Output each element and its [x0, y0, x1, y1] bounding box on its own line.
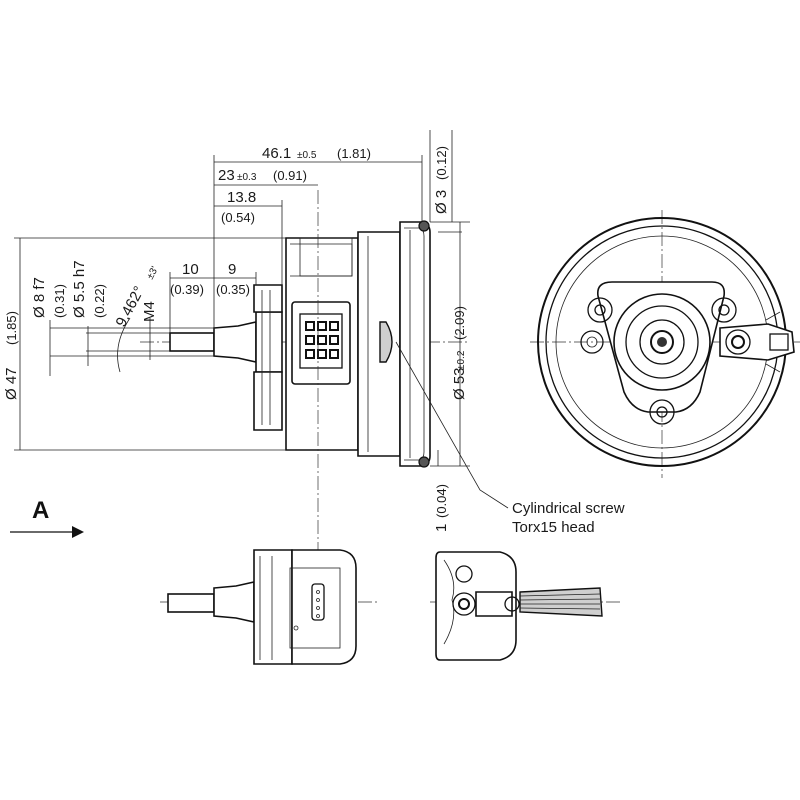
- cable: [519, 587, 603, 617]
- bottom-view-a: [160, 549, 380, 665]
- dim-9-value: 9: [228, 261, 236, 278]
- dim-46-1-inch: (1.81): [337, 146, 371, 161]
- dim-8-inch: (0.31): [52, 284, 67, 318]
- dimensions: 46.1 ±0.5 (1.81) 23 ±0.3 (0.91) 13.8 (0.…: [3, 130, 470, 532]
- dim-23-inch: (0.91): [273, 168, 307, 183]
- bottom-shaft: [167, 593, 215, 613]
- right-clamp: [719, 323, 795, 361]
- shaft-cone: [213, 321, 257, 363]
- cover-flange: [399, 221, 431, 467]
- dim-3-value: Ø 3: [433, 190, 450, 214]
- back-housing: [357, 231, 401, 457]
- shaft: [169, 332, 215, 352]
- dim-47-value: Ø 47: [3, 367, 20, 400]
- side-view: [140, 190, 470, 650]
- dim-53-tol: ±0.2: [456, 350, 467, 370]
- bottom-side-view: [430, 551, 620, 661]
- stator-lower: [253, 371, 283, 431]
- front-view: [530, 210, 800, 478]
- bottom-connector: [311, 583, 325, 621]
- dim-1-inch: (0.04): [434, 484, 449, 518]
- dim-13-8-value: 13.8: [227, 189, 256, 206]
- dim-10-inch: (0.39): [170, 282, 204, 297]
- dim-10-value: 10: [182, 261, 199, 278]
- dim-13-8-inch: (0.54): [221, 210, 255, 225]
- dim-5-5-inch: (0.22): [92, 284, 107, 318]
- dim-53-inch: (2.09): [452, 306, 467, 340]
- dim-53-value: Ø 53: [451, 367, 468, 400]
- dim-23-tol: ±0.3: [237, 172, 257, 183]
- dim-5-5-value: Ø 5.5 h7: [71, 260, 88, 318]
- connector-socket: [299, 313, 343, 369]
- left-screw: [580, 330, 604, 354]
- dim-angle-tol: ±3': [145, 265, 161, 282]
- view-a-label: A: [32, 497, 49, 524]
- dim-46-1-tol: ±0.5: [297, 150, 317, 161]
- seal-bottom: [418, 456, 430, 468]
- dim-47-inch: (1.85): [4, 311, 19, 345]
- callout-line1: Cylindrical screw: [512, 500, 625, 517]
- dim-3-inch: (0.12): [434, 146, 449, 180]
- dim-9-inch: (0.35): [216, 282, 250, 297]
- screw-head: [379, 321, 393, 363]
- dim-1-value: 1: [433, 524, 450, 532]
- dim-8-value: Ø 8 f7: [31, 277, 48, 318]
- stator-upper: [253, 284, 283, 313]
- screw-callout: Cylindrical screw Torx15 head: [395, 341, 625, 536]
- seal-top: [418, 220, 430, 232]
- dim-46-1-value: 46.1: [262, 145, 291, 162]
- connector-pins: [305, 321, 339, 359]
- dim-23-value: 23: [218, 167, 235, 184]
- stator-clamp: [255, 311, 283, 373]
- view-a-marker: A: [10, 497, 84, 538]
- view-arrow-head: [72, 526, 84, 538]
- dim-m4: M4: [141, 301, 158, 322]
- callout-line2: Torx15 head: [512, 519, 595, 536]
